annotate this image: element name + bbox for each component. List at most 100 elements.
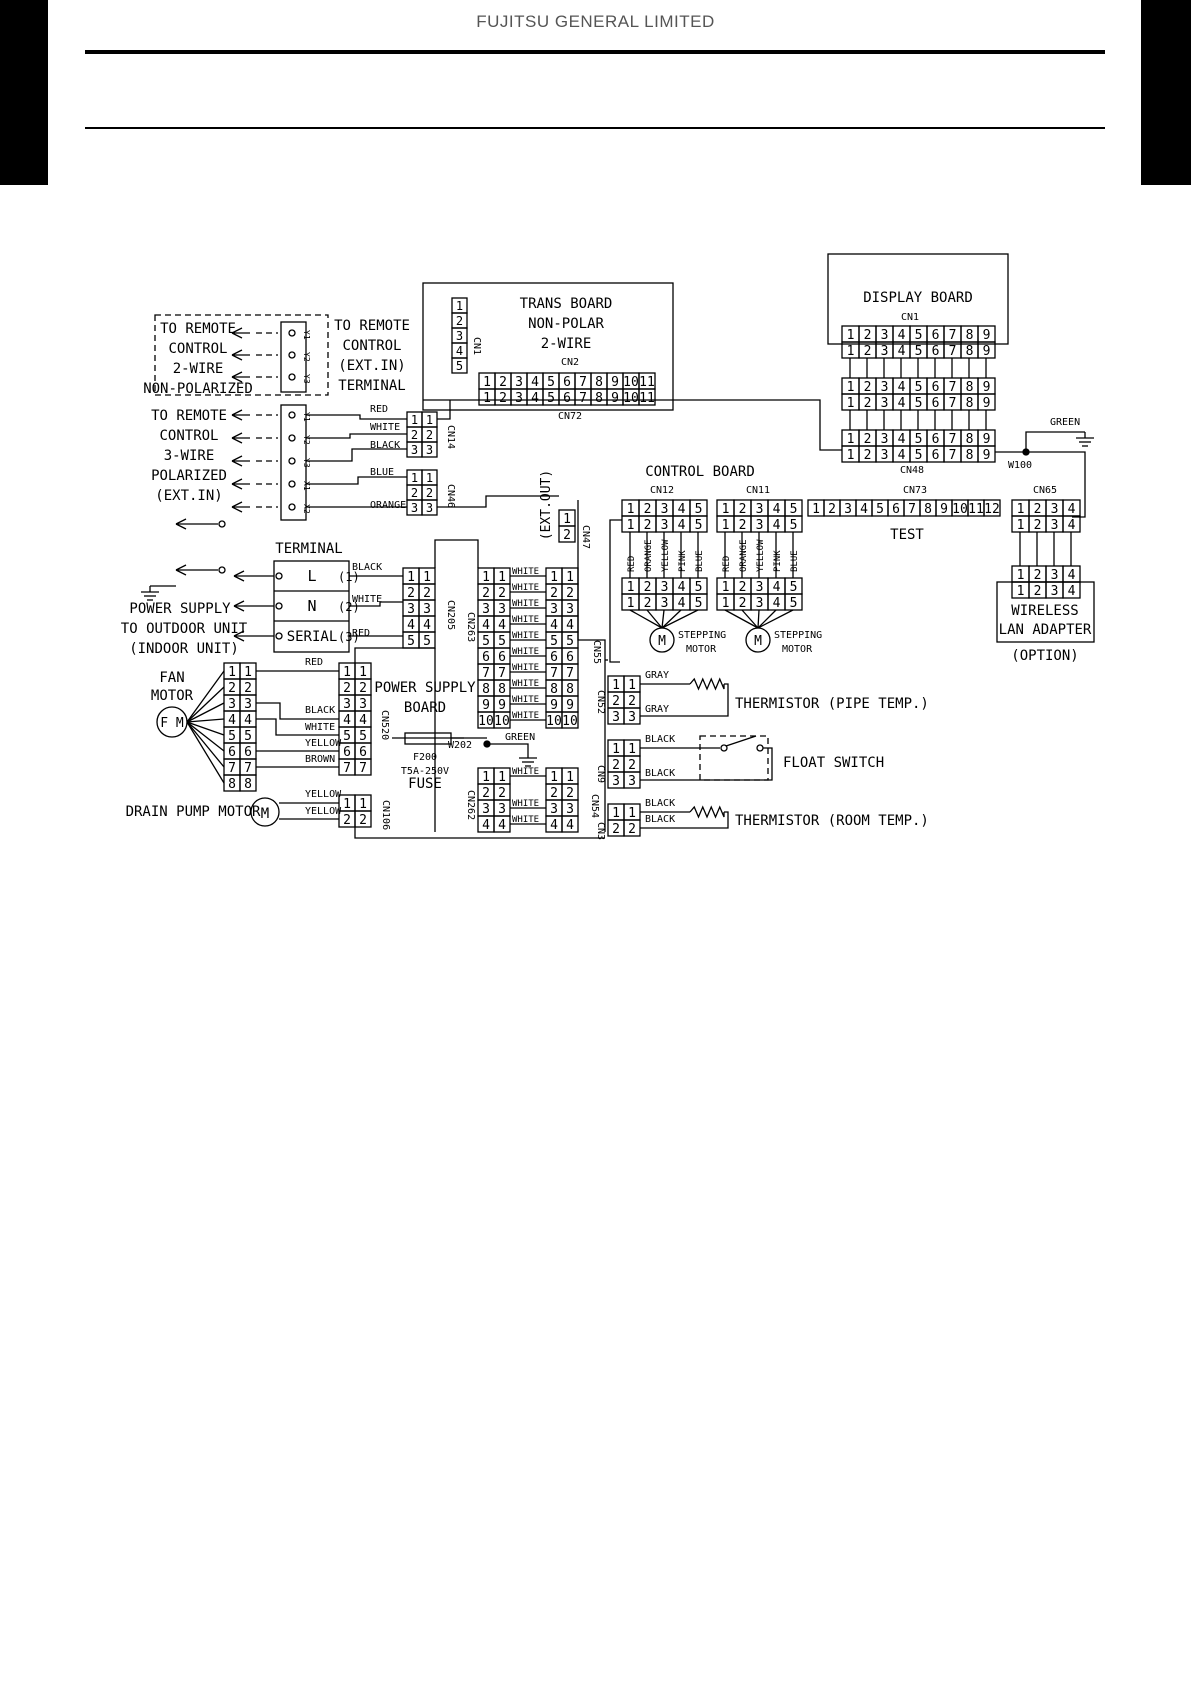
- cn48-label: CN48: [900, 465, 924, 476]
- remote-terminal-label: CONTROL: [342, 338, 401, 354]
- remote-3wire-screw: [288, 411, 296, 419]
- cn11-wire-4: BLUE: [790, 550, 800, 572]
- pin-number: 2: [499, 375, 507, 390]
- pin-number: 6: [359, 745, 367, 760]
- white-label-5: WHITE: [512, 647, 539, 657]
- pin-number: 2: [244, 681, 252, 696]
- pin-number: 5: [876, 502, 884, 517]
- terminal-L: L: [307, 567, 316, 585]
- pin-number: 7: [579, 375, 587, 390]
- pin-number: 1: [722, 596, 730, 611]
- pin-number: 3: [343, 697, 351, 712]
- pin-number: 4: [678, 502, 686, 517]
- cn520-white: WHITE: [305, 722, 335, 733]
- cn73-label: CN73: [903, 485, 927, 496]
- arrow-head: [231, 409, 243, 416]
- pin-number: 3: [411, 501, 418, 515]
- pin-number: 3: [756, 596, 764, 611]
- pin-number: 10: [562, 714, 578, 729]
- pin-number: 2: [550, 786, 558, 801]
- thermistor-symbol: [689, 805, 725, 819]
- pin-number: 6: [563, 391, 571, 406]
- pin-number: 8: [566, 682, 574, 697]
- pin-number: 6: [932, 328, 940, 343]
- trans-display-wire: [673, 399, 842, 451]
- pin-number: 5: [498, 634, 506, 649]
- cn12-plug-b: [621, 593, 708, 611]
- pin-number: 7: [949, 448, 957, 463]
- remote-2wire-text: CONTROL: [168, 341, 227, 357]
- pin-number: 2: [739, 596, 747, 611]
- w202-green: [487, 743, 529, 752]
- arrow-head: [231, 437, 243, 444]
- pin-number: 4: [407, 618, 415, 633]
- pin-number: 2: [864, 380, 872, 395]
- pin-number: 7: [244, 761, 252, 776]
- pin-number: 9: [983, 432, 991, 447]
- pin-number: 5: [790, 518, 798, 533]
- pin-number: 4: [423, 618, 431, 633]
- remote-2wire-screw: [288, 329, 296, 337]
- cn14-black: BLACK: [370, 440, 400, 451]
- pin-number: 6: [932, 380, 940, 395]
- cn12-wire-4: BLUE: [695, 550, 705, 572]
- pin-number: 1: [359, 665, 367, 680]
- pin-number: 8: [228, 777, 236, 792]
- pin-cell: [561, 815, 579, 833]
- terminal-N: N: [307, 597, 316, 615]
- pin-number: 1: [343, 665, 351, 680]
- pin-number: 9: [611, 375, 619, 390]
- pin-number: 12: [984, 502, 1000, 517]
- fan-motor-symbol: [156, 706, 188, 738]
- w100-node: [1022, 448, 1030, 456]
- pin-number: 5: [566, 634, 574, 649]
- pin-number: 2: [864, 396, 872, 411]
- pin-number: 2: [343, 813, 351, 828]
- pin-number: 1: [1017, 502, 1025, 517]
- arrow-head: [231, 432, 243, 439]
- fan-motor-label: FAN: [159, 670, 184, 686]
- cn12-wire-0: RED: [627, 556, 637, 572]
- pin-number: 4: [773, 580, 781, 595]
- pin-number: 1: [359, 797, 367, 812]
- pin-number: 7: [498, 666, 506, 681]
- pin-number: 4: [678, 596, 686, 611]
- pin-number: 3: [881, 328, 889, 343]
- pin-number: 2: [563, 528, 571, 543]
- pin-number: 4: [1068, 518, 1076, 533]
- wireless-option: (OPTION): [1011, 648, 1078, 664]
- arrow-head: [231, 414, 243, 421]
- arrow-head: [233, 635, 245, 642]
- pin-number: 2: [628, 758, 636, 773]
- control-board-title: CONTROL BOARD: [645, 464, 755, 480]
- pin-number: 1: [627, 580, 635, 595]
- cn263: [477, 567, 511, 729]
- test-label: TEST: [890, 527, 924, 543]
- white-label-1: WHITE: [512, 583, 539, 593]
- terminal-SERIAL: SERIAL: [287, 629, 338, 645]
- pin-number: 4: [678, 580, 686, 595]
- stepping-motor-0: [649, 627, 675, 653]
- pin-number: 3: [498, 602, 506, 617]
- pin-number: 4: [898, 328, 906, 343]
- pin-number: 4: [550, 618, 558, 633]
- cn262-label: CN262: [465, 790, 476, 820]
- pin-number: 2: [482, 786, 490, 801]
- white-label-9: WHITE: [512, 711, 539, 721]
- pin-number: 2: [343, 681, 351, 696]
- pin-number: 3: [426, 501, 433, 515]
- pin-number: 2: [426, 428, 433, 442]
- company-header: FUJITSU GENERAL LIMITED: [476, 12, 715, 31]
- remote-2wire-screw: [288, 351, 296, 359]
- pin-number: 7: [949, 328, 957, 343]
- pin-number: 4: [898, 448, 906, 463]
- pin-number: 2: [359, 681, 367, 696]
- cn11-plug-b: [716, 593, 803, 611]
- arrow-head: [231, 332, 243, 339]
- terminal-screw: [275, 572, 283, 580]
- fan-lead: [186, 670, 225, 723]
- pin-number: 5: [790, 502, 798, 517]
- white-label-7: WHITE: [512, 679, 539, 689]
- pin-number: 5: [547, 391, 555, 406]
- pin-number: 2: [644, 596, 652, 611]
